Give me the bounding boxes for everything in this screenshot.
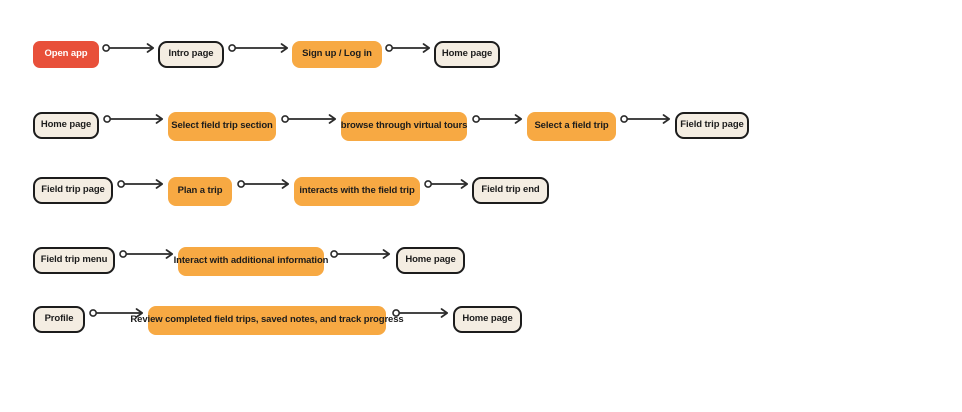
- flow-node[interactable]: Home page: [434, 41, 500, 68]
- circle-line-arrow-icon: [102, 41, 155, 55]
- flow-node[interactable]: Home page: [453, 306, 522, 333]
- flow-node[interactable]: Select a field trip: [527, 112, 616, 141]
- flow-node[interactable]: Select field trip section: [168, 112, 276, 141]
- flow-node[interactable]: Profile: [33, 306, 85, 333]
- flow-node[interactable]: Plan a trip: [168, 177, 232, 206]
- flow-node[interactable]: Field trip page: [33, 177, 113, 204]
- circle-line-arrow-icon: [620, 112, 671, 126]
- circle-line-arrow-icon: [392, 306, 449, 320]
- circle-line-arrow-icon: [237, 177, 290, 191]
- flow-node[interactable]: interacts with the field trip: [294, 177, 420, 206]
- circle-line-arrow-icon: [89, 306, 144, 320]
- flow-node[interactable]: Field trip page: [675, 112, 749, 139]
- circle-line-arrow-icon: [281, 112, 337, 126]
- flow-node[interactable]: Open app: [33, 41, 99, 68]
- flow-node[interactable]: Field trip end: [472, 177, 549, 204]
- circle-line-arrow-icon: [117, 177, 164, 191]
- circle-line-arrow-icon: [385, 41, 431, 55]
- flow-node[interactable]: Home page: [396, 247, 465, 274]
- flow-node[interactable]: Home page: [33, 112, 99, 139]
- flow-node[interactable]: browse through virtual tours: [341, 112, 467, 141]
- circle-line-arrow-icon: [472, 112, 523, 126]
- circle-line-arrow-icon: [330, 247, 391, 261]
- flow-node[interactable]: Intro page: [158, 41, 224, 68]
- flow-node[interactable]: Sign up / Log in: [292, 41, 382, 68]
- circle-line-arrow-icon: [424, 177, 469, 191]
- flow-node[interactable]: Field trip menu: [33, 247, 115, 274]
- circle-line-arrow-icon: [228, 41, 289, 55]
- circle-line-arrow-icon: [119, 247, 174, 261]
- flow-node[interactable]: Interact with additional information: [174, 247, 328, 276]
- flow-node[interactable]: Review completed field trips, saved note…: [130, 306, 404, 335]
- circle-line-arrow-icon: [103, 112, 164, 126]
